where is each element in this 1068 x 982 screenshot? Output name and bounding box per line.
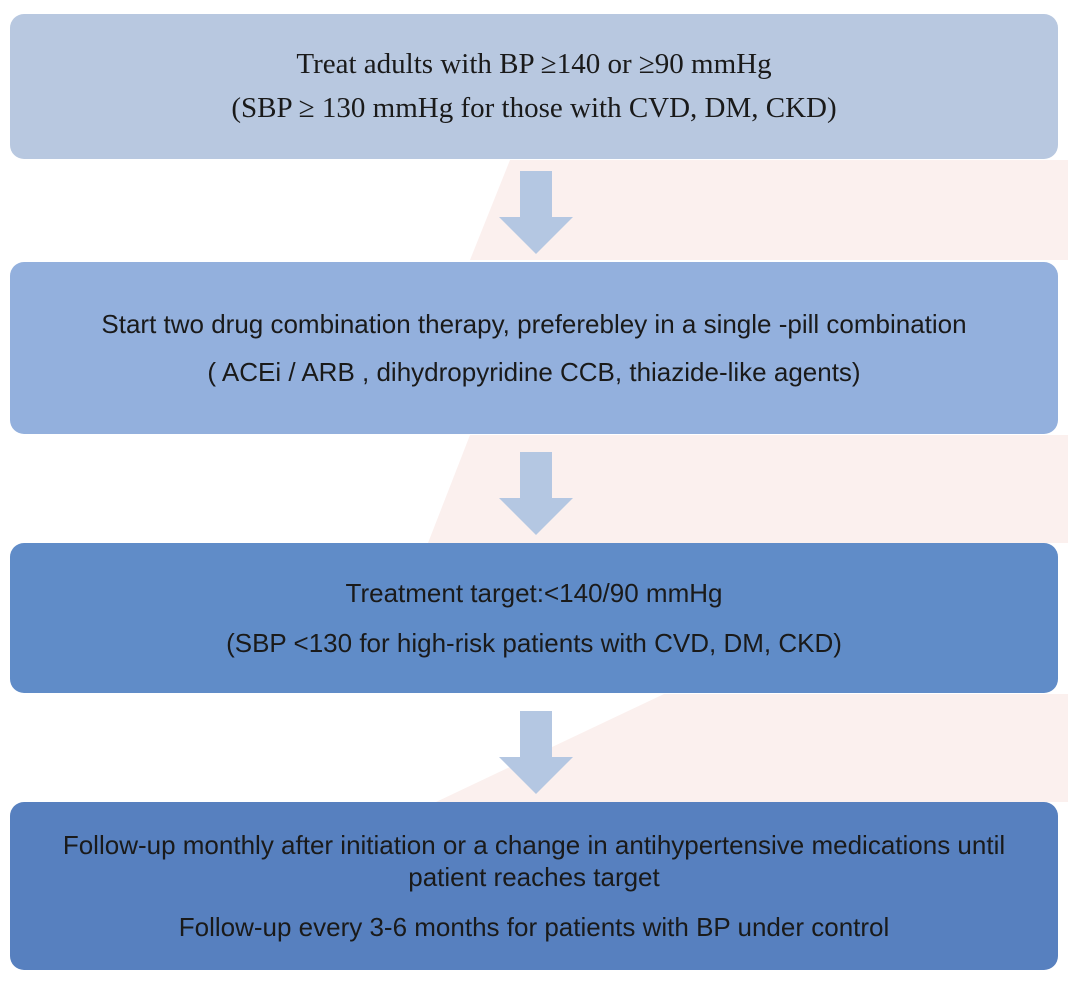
flow-step-1-line-a: Treat adults with BP ≥140 or ≥90 mmHg <box>296 47 772 80</box>
down-arrow-icon <box>499 452 573 535</box>
flow-step-2-line-b: ( ACEi / ARB , dihydropyridine CCB, thia… <box>207 357 861 387</box>
down-arrow-icon <box>499 711 573 794</box>
flow-step-4-line-a: Follow-up monthly after initiation or a … <box>62 829 1006 892</box>
decorative-panel-1 <box>470 160 1068 260</box>
flow-step-1-line-b: (SBP ≥ 130 mmHg for those with CVD, DM, … <box>231 91 837 124</box>
flow-step-2-line-a: Start two drug combination therapy, pref… <box>101 308 967 339</box>
flow-step-3-line-b: (SBP <130 for high-risk patients with CV… <box>226 628 842 658</box>
flow-step-2-initiation[interactable]: Start two drug combination therapy, pref… <box>10 262 1058 434</box>
flow-step-3-target[interactable]: Treatment target:<140/90 mmHg (SBP <130 … <box>10 543 1058 693</box>
flow-step-4-line-b: Follow-up every 3-6 months for patients … <box>178 912 890 943</box>
flow-step-1-threshold[interactable]: Treat adults with BP ≥140 or ≥90 mmHg (S… <box>10 14 1058 159</box>
down-arrow-icon <box>499 171 573 254</box>
flow-step-4-followup[interactable]: Follow-up monthly after initiation or a … <box>10 802 1058 970</box>
flow-step-3-line-a: Treatment target:<140/90 mmHg <box>345 577 723 608</box>
